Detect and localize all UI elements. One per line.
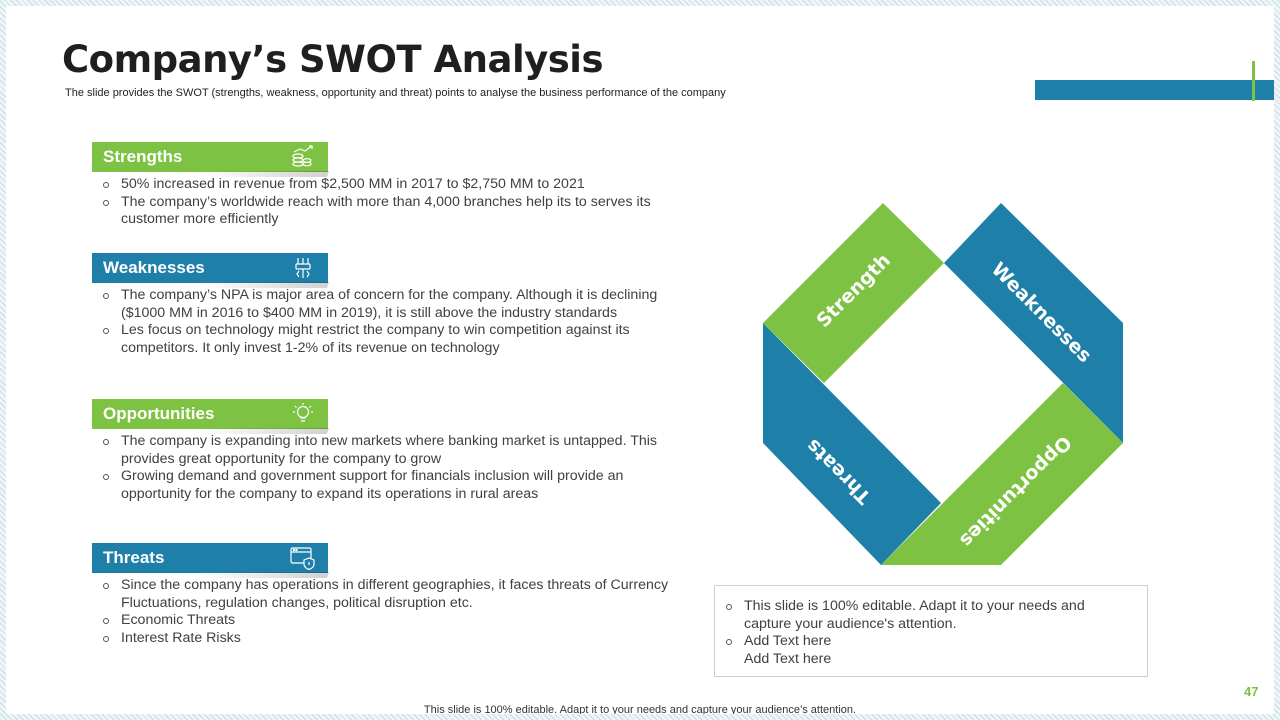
weaknesses-label: Weaknesses [103, 258, 205, 277]
opportunities-header: Opportunities [92, 399, 328, 429]
page-subtitle: The slide provides the SWOT (strengths, … [65, 87, 726, 99]
section-strengths: Strengths 50% increased in revenue from … [92, 142, 672, 229]
slide: Company’s SWOT Analysis The slide provid… [6, 6, 1274, 714]
accent-bar [1035, 80, 1274, 100]
strengths-bullets: 50% increased in revenue from $2,500 MM … [92, 176, 672, 229]
opportunities-bullets: The company is expanding into new market… [92, 433, 672, 503]
fragile-tool-icon [295, 258, 311, 278]
threats-bullets: Since the company has operations in diff… [92, 577, 672, 647]
weaknesses-band [944, 203, 1123, 443]
section-threats: Threats Since the company has operations… [92, 543, 672, 647]
threats-label: Threats [103, 548, 165, 567]
weaknesses-header: Weaknesses [92, 253, 328, 283]
page-title: Company’s SWOT Analysis [62, 38, 604, 81]
section-weaknesses: Weaknesses The company’s NPA is major ar… [92, 253, 672, 357]
list-item: Interest Rate Risks [92, 630, 672, 648]
footer-note: This slide is 100% editable. Adapt it to… [423, 704, 857, 714]
list-item: Les focus on technology might restrict t… [92, 322, 672, 357]
threats-band [763, 323, 941, 565]
list-item: Add Text here Add Text here [715, 633, 1147, 668]
threats-header: Threats [92, 543, 328, 573]
strength-band [763, 203, 944, 383]
list-item: Growing demand and government support fo… [92, 468, 672, 503]
opportunities-label: Opportunities [103, 404, 215, 423]
weaknesses-bullets: The company’s NPA is major area of conce… [92, 287, 672, 357]
browser-shield-icon [290, 547, 315, 570]
accent-line [1252, 61, 1255, 101]
list-item: This slide is 100% editable. Adapt it to… [715, 598, 1147, 633]
note-box: This slide is 100% editable. Adapt it to… [714, 585, 1148, 677]
page-number: 47 [1244, 684, 1259, 699]
strengths-label: Strengths [103, 147, 183, 166]
swot-diagram: Strength Weaknesses Opportunities Threat… [763, 203, 1123, 565]
money-growth-icon [292, 145, 313, 167]
note-bullets: This slide is 100% editable. Adapt it to… [715, 598, 1147, 668]
section-opportunities: Opportunities The company is expanding i… [92, 399, 672, 503]
list-item: 50% increased in revenue from $2,500 MM … [92, 176, 672, 194]
list-item: The company’s worldwide reach with more … [92, 194, 672, 229]
list-item: The company’s NPA is major area of conce… [92, 287, 672, 322]
list-item: Economic Threats [92, 612, 672, 630]
list-item: The company is expanding into new market… [92, 433, 672, 468]
strengths-header: Strengths [92, 142, 328, 172]
opportunities-band [881, 383, 1123, 565]
lightbulb-icon [293, 403, 313, 422]
list-item: Since the company has operations in diff… [92, 577, 672, 612]
